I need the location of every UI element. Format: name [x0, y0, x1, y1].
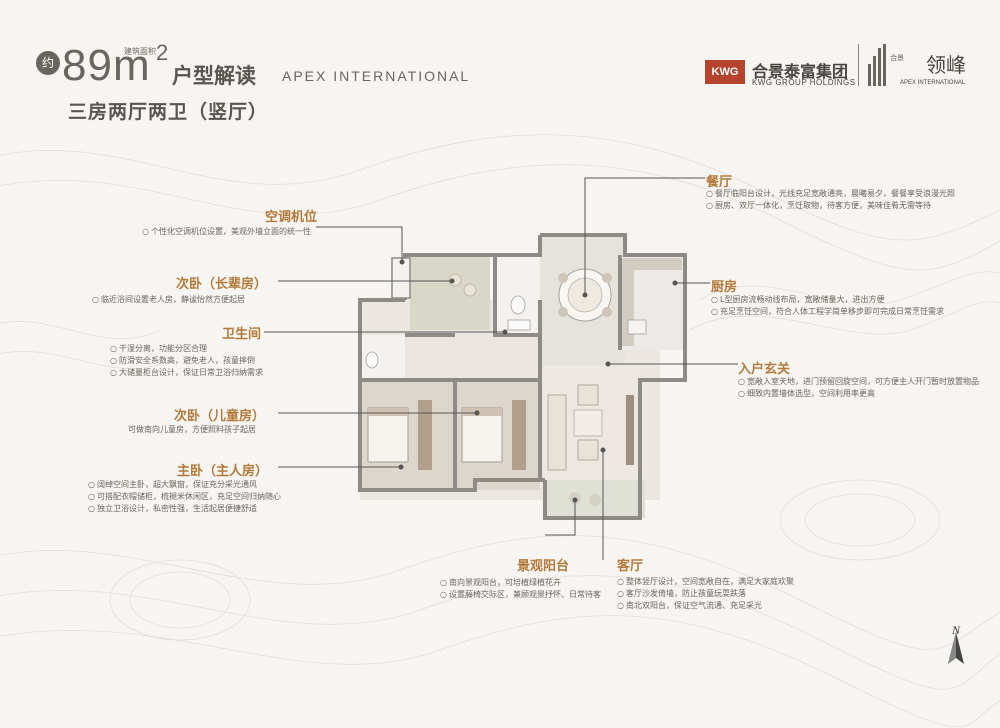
area-badge: 约	[36, 51, 60, 75]
desc-ac: 个性化空调机位设置，美观外墙立面的统一性	[142, 226, 311, 238]
page-title: 户型解读	[172, 64, 256, 88]
desc-elder-bedroom: 临近浴间设置老人房，静谧怡然方便起居	[92, 294, 245, 306]
desc-bathroom: 干湿分离，功能分区合理 防滑安全系数高，避免老人，孩童摔倒 大储量柜台设计，保证…	[110, 343, 263, 379]
desc-master-bedroom: 阔绰空间主卧，超大飘窗，保证充分采光通风 可搭配衣帽储柜，梳褪米休闲区，充足空间…	[88, 479, 281, 515]
label-elder-bedroom: 次卧（长辈房）	[176, 277, 268, 292]
label-dining: 餐厅	[706, 175, 733, 190]
english-name: APEX INTERNATIONAL	[282, 68, 471, 84]
label-kitchen: 厨房	[711, 280, 738, 295]
north-label: N	[952, 623, 961, 637]
desc-balcony: 南向景观阳台，可培植绿植花卉 设置藤椅交际区，兼顾观景抒怀、日常待客	[440, 577, 601, 601]
label-entrance: 入户玄关	[738, 362, 791, 377]
area-superscript: 2	[156, 40, 169, 65]
brand-divider	[858, 44, 859, 86]
desc-living: 整体竖厅设计，空间宽敞自在，满足大家庭欢聚 客厅沙发倚墙，防止孩童玩耍跌落 南北…	[617, 576, 794, 612]
area-number: 89m	[62, 41, 151, 90]
desc-child-bedroom: 可做南向儿童房，方便照料孩子起居	[128, 425, 256, 434]
label-child-bedroom: 次卧（儿童房）	[174, 409, 266, 424]
project-name: 领峰	[926, 53, 966, 77]
north-arrow-icon	[948, 632, 964, 664]
desc-dining: 餐厅临阳台设计，光线充足宽敞通亮，晨曦易夕，餐餐享受浪漫光照 厨房、双厅一体化，…	[706, 188, 955, 212]
desc-entrance: 宽敞入室天地，进门预留回旋空间，可方便主人开门暂时放置物品 细致内置墙体选型，空…	[738, 376, 979, 400]
area-small-label: 建筑面积	[124, 47, 156, 56]
project-logo-icon: 合景	[868, 44, 904, 86]
page-subtitle: 三房两厅两卫（竖厅）	[68, 101, 269, 123]
developer-name-cn: 合景泰富集团	[752, 62, 849, 81]
label-living: 客厅	[617, 559, 644, 574]
desc-kitchen: L型厨房流畅动线布局，宽敞储量大，进出方便 充足烹饪空间，符合人体工程学简单移步…	[711, 294, 944, 318]
label-bathroom: 卫生间	[222, 327, 262, 342]
label-balcony: 景观阳台	[517, 559, 570, 574]
svg-text:合景: 合景	[890, 53, 904, 62]
label-master-bedroom: 主卧（主人房）	[177, 464, 269, 479]
label-ac: 空调机位	[265, 210, 318, 225]
developer-name-en: KWG GROUP HOLDINGS	[752, 78, 856, 87]
project-name-en: APEX INTERNATIONAL	[900, 80, 966, 86]
kwg-logo: KWG	[705, 60, 745, 84]
